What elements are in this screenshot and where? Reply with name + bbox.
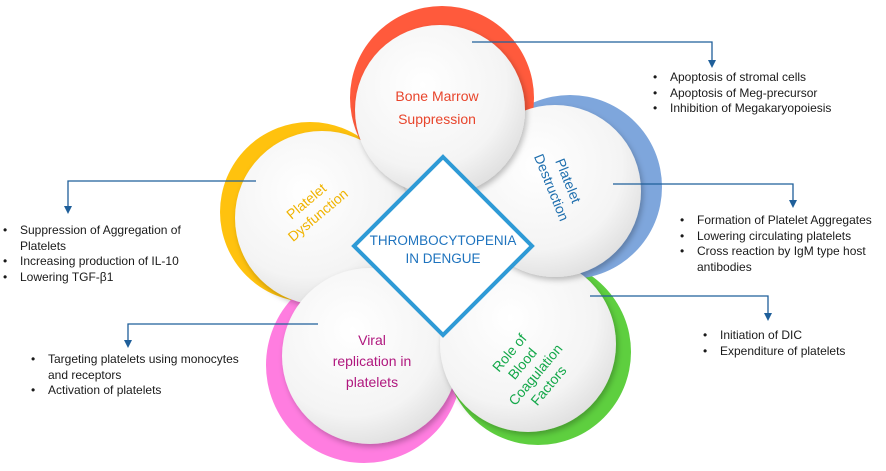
viral-replication-connector: [124, 323, 318, 348]
platelet-destruction-points: Formation of Platelet Aggregates Lowerin…: [677, 213, 872, 275]
list-item: Inhibition of Megakaryopoiesis: [650, 101, 831, 117]
center-title-line1: THROMBOCYTOPENIA: [370, 233, 517, 248]
list-item: Increasing production of IL-10: [0, 254, 181, 270]
list-item: Expenditure of platelets: [700, 344, 845, 360]
bone-marrow-label: Bone Marrow Suppression: [395, 88, 479, 127]
platelet-dysfunction-connector: [64, 180, 256, 214]
blood-coagulation-points: Initiation of DIC Expenditure of platele…: [700, 328, 845, 359]
connectors: [64, 41, 797, 348]
platelet-dysfunction-points: Suppression of Aggregation of Platelets …: [0, 223, 181, 285]
viral-replication-disc: [282, 268, 458, 444]
petal-discs: [235, 25, 641, 444]
list-item: Apoptosis of stromal cells: [650, 70, 831, 86]
list-item: Suppression of Aggregation of: [0, 223, 181, 239]
viral-replication-label-line: platelets: [346, 374, 398, 390]
center-diamond: THROMBOCYTOPENIA IN DENGUE: [351, 154, 535, 338]
viral-replication-label: Viral replication in platelets: [333, 332, 412, 390]
list-item: Lowering TGF-β1: [0, 270, 181, 286]
platelet-dysfunction-disc: [235, 131, 409, 305]
blood-coagulation-disc: [440, 256, 616, 432]
list-item: Initiation of DIC: [700, 328, 845, 344]
viral-replication-label-line: Viral: [358, 332, 386, 348]
list-item: Apoptosis of Meg-precursor: [650, 86, 831, 102]
list-item: Activation of platelets: [28, 383, 239, 399]
list-item: Targeting platelets using monocytes: [28, 352, 239, 368]
blood-coagulation-connector: [590, 295, 772, 321]
viral-replication-label-line: replication in: [333, 353, 412, 369]
list-item: Cross reaction by IgM type host: [677, 244, 872, 260]
viral-replication-points: Targeting platelets using monocytes and …: [28, 352, 239, 399]
list-item-continuation: and receptors: [48, 367, 122, 382]
bone-marrow-label-line: Suppression: [398, 111, 476, 127]
bone-marrow-connector: [472, 41, 716, 68]
center-title-line2: IN DENGUE: [405, 251, 480, 266]
list-item: Lowering circulating platelets: [677, 229, 872, 245]
platelet-destruction-connector: [613, 183, 797, 208]
list-item-continuation: Platelets: [20, 238, 67, 253]
bone-marrow-points: Apoptosis of stromal cells Apoptosis of …: [650, 70, 831, 117]
bone-marrow-label-line: Bone Marrow: [395, 88, 479, 104]
list-item-continuation: antibodies: [697, 259, 752, 274]
bone-marrow-disc: [355, 25, 525, 195]
list-item: Formation of Platelet Aggregates: [677, 213, 872, 229]
